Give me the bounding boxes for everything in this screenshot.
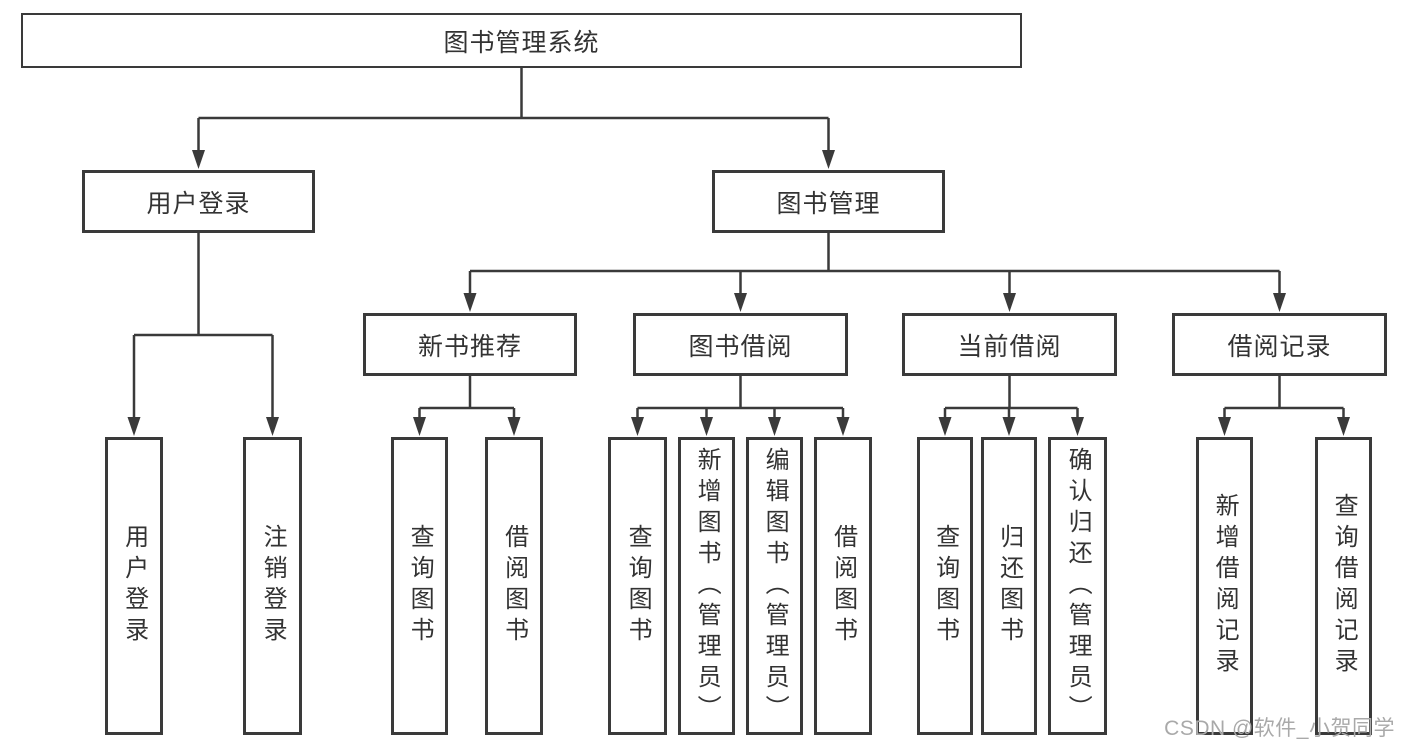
leaf-label: 借阅图书 (500, 524, 528, 648)
leaf-add-books-admin: 新增图书（管理员） (678, 437, 735, 735)
leaf-label: 查询图书 (624, 524, 652, 648)
node-label: 图书管理 (776, 189, 881, 218)
leaf-label: 编辑图书（管理员） (761, 446, 789, 726)
leaf-label: 用户登录 (120, 524, 148, 648)
leaf-label: 确认归还（管理员） (1064, 446, 1092, 726)
leaf-label: 新增借阅记录 (1211, 493, 1239, 679)
node-label: 新书推荐 (417, 332, 522, 361)
leaf-edit-books-admin: 编辑图书（管理员） (746, 437, 803, 735)
leaf-logout: 注销登录 (243, 437, 302, 735)
leaf-borrow-books-recommend: 借阅图书 (485, 437, 543, 735)
leaf-borrow-books-borrow: 借阅图书 (814, 437, 872, 735)
leaf-label: 查询图书 (931, 524, 959, 648)
node-label: 借阅记录 (1227, 332, 1332, 361)
leaf-label: 新增图书（管理员） (693, 446, 721, 726)
node-label: 图书借阅 (688, 332, 793, 361)
node-label: 图书管理系统 (443, 28, 600, 57)
leaf-label: 查询借阅记录 (1330, 493, 1358, 679)
node-book-borrowing: 图书借阅 (633, 313, 848, 376)
leaf-query-books-borrow: 查询图书 (608, 437, 667, 735)
leaf-query-books-current: 查询图书 (917, 437, 973, 735)
leaf-user-login: 用户登录 (105, 437, 163, 735)
watermark: CSDN @软件_小贺同学 (1164, 717, 1395, 740)
leaf-add-borrow-record: 新增借阅记录 (1196, 437, 1253, 735)
node-label: 当前借阅 (957, 332, 1062, 361)
leaf-query-books-recommend: 查询图书 (391, 437, 448, 735)
node-library-management-system: 图书管理系统 (21, 13, 1022, 68)
node-borrowing-records: 借阅记录 (1172, 313, 1387, 376)
leaf-label: 借阅图书 (829, 524, 857, 648)
node-new-book-recommend: 新书推荐 (363, 313, 577, 376)
node-label: 用户登录 (146, 189, 251, 218)
leaf-confirm-return-admin: 确认归还（管理员） (1048, 437, 1107, 735)
leaf-label: 查询图书 (406, 524, 434, 648)
node-user-login: 用户登录 (82, 170, 315, 233)
node-book-management: 图书管理 (712, 170, 945, 233)
leaf-return-books: 归还图书 (981, 437, 1037, 735)
leaf-query-borrow-record: 查询借阅记录 (1315, 437, 1372, 735)
node-current-borrowing: 当前借阅 (902, 313, 1117, 376)
leaf-label: 注销登录 (259, 524, 287, 648)
leaf-label: 归还图书 (995, 524, 1023, 648)
